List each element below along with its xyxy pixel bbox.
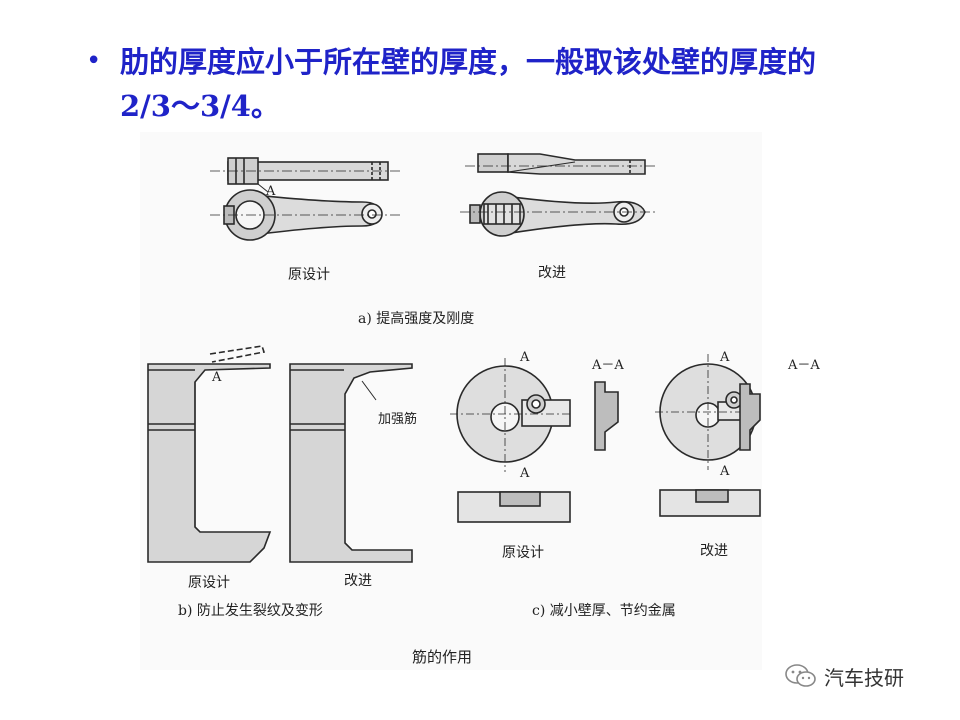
section-label-left: A－A [592, 358, 624, 373]
part-c-caption: c) 减小壁厚、节约金属 [532, 603, 676, 619]
figure-title: 筋的作用 [412, 648, 473, 666]
lever-improved-top-view [465, 153, 655, 175]
part-c-original-label: 原设计 [502, 545, 544, 561]
marker-a-label: A [266, 184, 276, 199]
part-b-caption: b) 防止发生裂纹及变形 [178, 603, 323, 619]
section-a-top-left: A [520, 350, 530, 365]
rib-function-figure: A 原设计 改进 a) 提高强度及刚度 A 加强筋 原设计 改进 b) 防止发生… [140, 132, 820, 670]
section-a-bottom-left: A [520, 466, 530, 481]
part-a-original-label: 原设计 [288, 267, 330, 283]
frame-improved [289, 363, 413, 563]
lever-improved-front-view [460, 191, 655, 237]
disc-original [450, 358, 619, 523]
watermark-text: 汽车技研 [824, 665, 904, 690]
part-b-original-label: 原设计 [188, 575, 230, 591]
section-label-right: A－A [788, 358, 820, 373]
disc-improved [655, 354, 762, 517]
marker-b-label: A [212, 370, 222, 385]
frame-original [147, 345, 272, 563]
part-c-improved-label: 改进 [700, 543, 728, 559]
part-a-caption: a) 提高强度及刚度 [358, 311, 475, 327]
bullet-line-1: 肋的厚度应小于所在壁的厚度，一般取该处壁的厚度的 [120, 45, 817, 79]
rib-label: 加强筋 [378, 412, 418, 427]
bullet-marker: • [86, 46, 102, 76]
part-a-improved-label: 改进 [538, 265, 566, 281]
lever-original-top-view [210, 157, 400, 193]
engineering-drawing [147, 153, 762, 563]
lever-original-front-view [210, 189, 400, 241]
part-b-improved-label: 改进 [344, 573, 372, 589]
wechat-logo-icon [785, 664, 816, 687]
bullet-line-2: 2/3～3/4。 [120, 89, 280, 123]
section-a-bottom-right: A [720, 464, 730, 479]
section-a-top-right: A [720, 350, 730, 365]
bullet-text: 肋的厚度应小于所在壁的厚度，一般取该处壁的厚度的 2/3～3/4。 [120, 40, 910, 128]
watermark: 汽车技研 [784, 662, 904, 690]
